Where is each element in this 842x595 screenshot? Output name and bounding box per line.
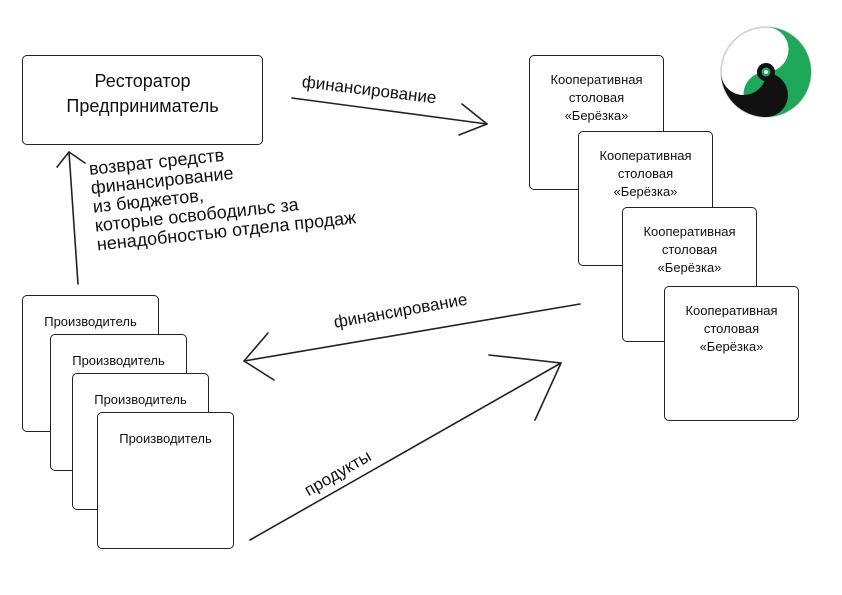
canteen-label-line3: «Берёзка» xyxy=(699,339,764,354)
canteen-label-line2: столовая xyxy=(703,321,760,336)
canteen-label-line3: «Берёзка» xyxy=(564,108,629,123)
owner-title: Ресторатор xyxy=(94,71,191,91)
owner-subtitle: Предприниматель xyxy=(66,96,219,116)
canteen-label-line3: «Берёзка» xyxy=(613,184,678,199)
arrow-financing-to-canteen xyxy=(291,97,488,125)
producer-label: Производитель xyxy=(44,314,137,329)
yin-yang-icon xyxy=(720,26,812,118)
arrowhead-refund-to-owner xyxy=(56,151,86,168)
canteen-label-line1: Кооперативная xyxy=(685,303,778,318)
producer-label: Производитель xyxy=(119,431,212,446)
canteen-label-line1: Кооперативная xyxy=(643,224,736,239)
canteen-label-line2: столовая xyxy=(661,242,718,257)
canteen-box: Кооперативная столовая «Берёзка» xyxy=(664,286,799,421)
producer-label: Производитель xyxy=(94,392,187,407)
producer-label: Производитель xyxy=(72,353,165,368)
canteen-label-line1: Кооперативная xyxy=(599,148,692,163)
arrowhead-products-to-canteen xyxy=(488,354,562,421)
arrow-financing-to-producer xyxy=(243,303,581,362)
owner-box: Ресторатор Предприниматель xyxy=(22,55,263,145)
arrowhead-financing-to-producer xyxy=(243,332,275,381)
arrowhead-financing-to-canteen xyxy=(458,103,488,136)
arrow-products-to-canteen xyxy=(249,362,562,541)
producer-box: Производитель xyxy=(97,412,234,549)
canteen-label-line1: Кооперативная xyxy=(550,72,643,87)
canteen-label-line2: столовая xyxy=(617,166,674,181)
canteen-label-line3: «Берёзка» xyxy=(657,260,722,275)
canteen-label-line2: столовая xyxy=(568,90,625,105)
arrow-refund-to-owner xyxy=(68,151,79,285)
